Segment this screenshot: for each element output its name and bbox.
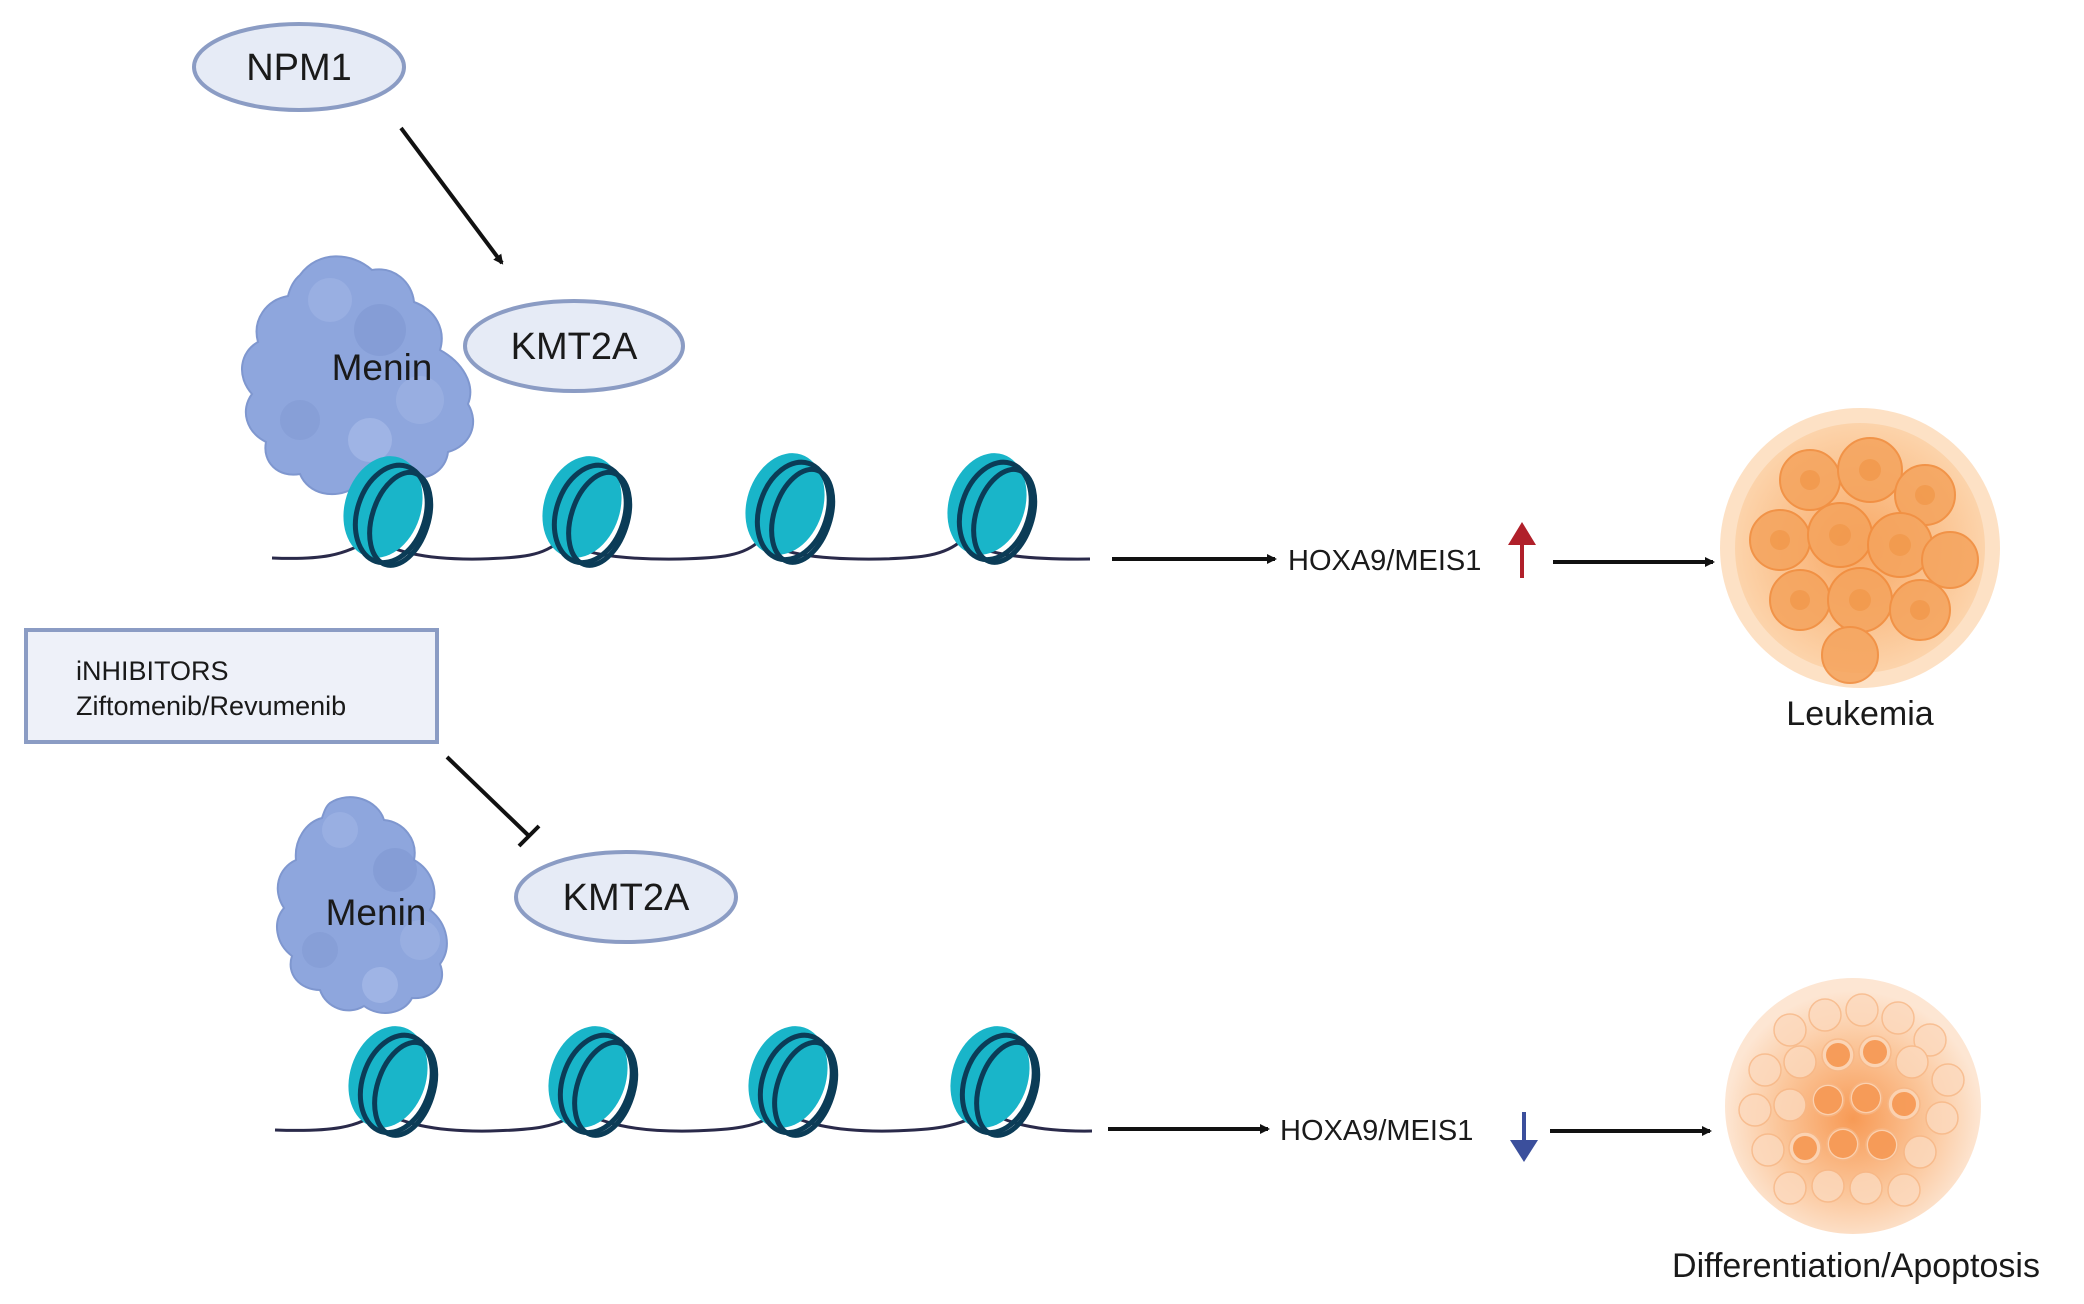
bottom-panel: Menin KMT2A [274,796,2040,1285]
menin-protein-icon: Menin [240,255,475,496]
downregulation-arrow-icon [1510,1112,1538,1162]
nucleosome-icon [745,453,836,565]
leukemia-label: Leukemia [1786,695,1934,733]
upregulation-arrow-icon [1508,522,1536,578]
menin-protein-icon: Menin [276,796,448,1014]
nucleosome-icon [950,1026,1041,1138]
inhibitor-box: iNHIBITORS Ziftomenib/Revumenib [24,628,439,744]
gene-label-bottom: HOXA9/MEIS1 [1280,1115,1473,1147]
nucleosome-icon [548,1026,639,1138]
nucleosome-icon [348,1026,439,1138]
kmt2a-label-bottom: KMT2A [563,877,690,919]
kmt2a-label-top: KMT2A [511,326,638,368]
kmt2a-node-top: KMT2A [463,299,685,393]
inhibitor-title: iNHIBITORS [76,656,229,686]
inhibitor-drugs: Ziftomenib/Revumenib [76,691,346,721]
nucleosome-icon [343,456,434,568]
nucleosome-icon [947,453,1038,565]
gene-label-top: HOXA9/MEIS1 [1288,545,1481,577]
top-panel: NPM1 Menin KMT2A [192,22,2000,733]
apoptosis-label: Differentiation/Apoptosis [1672,1247,2040,1285]
npm1-to-kmt2a-arrow [399,126,504,265]
npm1-label: NPM1 [246,47,352,89]
kmt2a-node-bottom: KMT2A [514,850,738,944]
inhibition-line [445,755,541,848]
npm1-node: NPM1 [192,22,406,112]
nucleosome-icon [542,456,633,568]
leukemia-cell-cluster-icon [1720,408,2000,688]
nucleosome-icon [748,1026,839,1138]
apoptotic-cell-cluster-icon [1725,978,1981,1234]
menin-label-bottom: Menin [326,892,427,933]
menin-label-top: Menin [332,347,433,388]
